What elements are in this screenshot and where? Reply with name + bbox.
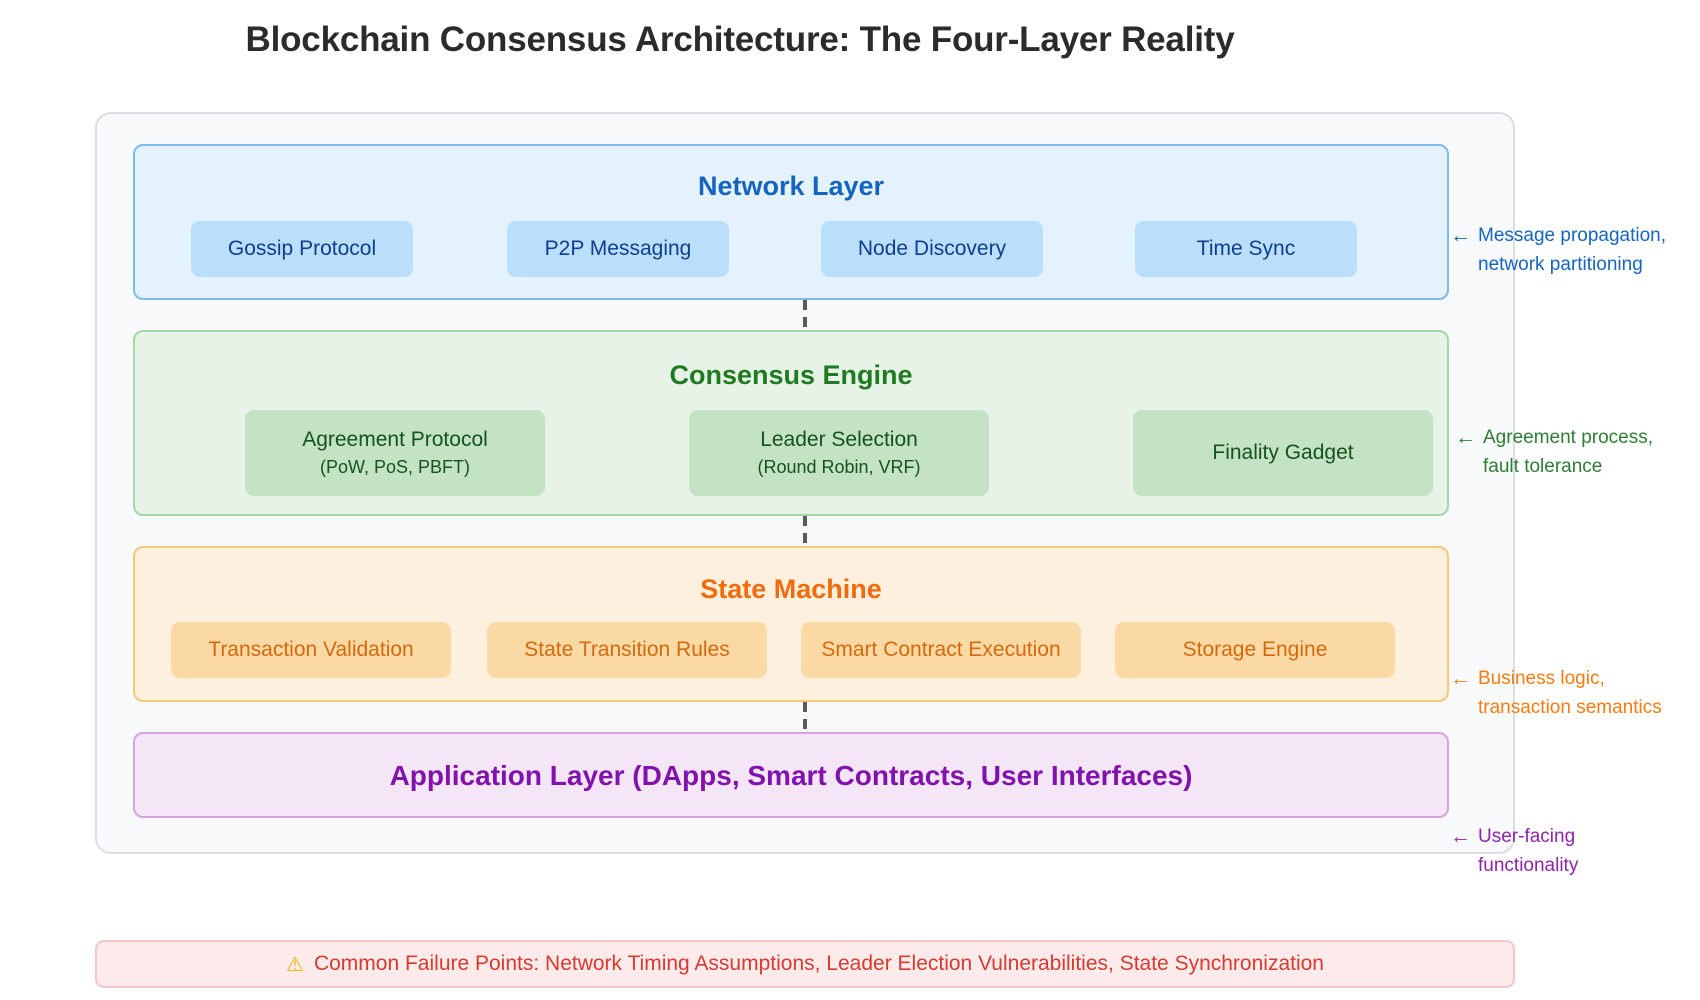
- chip-storage-engine[interactable]: Storage Engine: [1115, 622, 1395, 678]
- layer-network[interactable]: Network Layer Gossip Protocol P2P Messag…: [133, 144, 1449, 300]
- chip-p2p-messaging[interactable]: P2P Messaging: [507, 221, 729, 277]
- chip-time-sync[interactable]: Time Sync: [1135, 221, 1357, 277]
- annotation-line-1: Message propagation,: [1478, 225, 1667, 246]
- chip-agreement-protocol[interactable]: Agreement Protocol (PoW, PoS, PBFT): [245, 410, 545, 496]
- annotation-line-2: transaction semantics: [1478, 696, 1662, 718]
- chip-state-transition-rules[interactable]: State Transition Rules: [487, 622, 767, 678]
- chip-label: Leader Selection: [760, 428, 918, 452]
- layer-network-title: Network Layer: [697, 171, 885, 201]
- connector-line: [803, 516, 807, 551]
- annotation-line-1: Business logic,: [1478, 668, 1605, 689]
- chip-label: Storage Engine: [1182, 637, 1328, 661]
- annotation-text: Agreement process, fault tolerance: [1483, 424, 1653, 481]
- chip-label: Time Sync: [1196, 236, 1296, 260]
- chip-node-discovery[interactable]: Node Discovery: [821, 221, 1043, 277]
- annotation-line-1: Agreement process,: [1483, 427, 1654, 448]
- chip-smart-contract-execution[interactable]: Smart Contract Execution: [801, 622, 1081, 678]
- chip-transaction-validation[interactable]: Transaction Validation: [171, 622, 451, 678]
- page-title: Blockchain Consensus Architecture: The F…: [245, 20, 1235, 59]
- layer-application-title: Application Layer (DApps, Smart Contract…: [389, 760, 1193, 791]
- annotation-text: Message propagation, network partitionin…: [1478, 222, 1666, 279]
- chip-label: Finality Gadget: [1212, 440, 1354, 464]
- chip-finality-gadget[interactable]: Finality Gadget: [1133, 410, 1433, 496]
- annotation-line-2: network partitioning: [1478, 253, 1643, 275]
- warning-icon: ⚠: [286, 953, 304, 976]
- connector-line: [803, 300, 807, 335]
- chip-leader-selection[interactable]: Leader Selection (Round Robin, VRF): [689, 410, 989, 496]
- failure-points-bar: ⚠ Common Failure Points: Network Timing …: [95, 940, 1515, 988]
- left-arrow-icon: ←: [1450, 224, 1471, 247]
- architecture-frame: Network Layer Gossip Protocol P2P Messag…: [95, 112, 1515, 854]
- chip-sublabel: (PoW, PoS, PBFT): [319, 457, 471, 478]
- chip-label: Transaction Validation: [208, 637, 414, 661]
- chip-label: State Transition Rules: [524, 637, 730, 661]
- annotation-consensus: ← Agreement process, fault tolerance: [1455, 424, 1653, 481]
- chip-gossip-protocol[interactable]: Gossip Protocol: [191, 221, 413, 277]
- layer-state-machine[interactable]: State Machine Transaction Validation Sta…: [133, 546, 1449, 702]
- failure-points-text: Common Failure Points: Network Timing As…: [313, 952, 1324, 975]
- chip-label: Gossip Protocol: [227, 236, 377, 260]
- annotation-state-machine: ← Business logic, transaction semantics: [1450, 665, 1662, 722]
- chip-label: P2P Messaging: [544, 236, 692, 260]
- annotation-line-2: functionality: [1478, 854, 1579, 876]
- annotation-line-1: User-facing: [1478, 826, 1576, 847]
- layer-consensus[interactable]: Consensus Engine Agreement Protocol (PoW…: [133, 330, 1449, 516]
- chip-label: Agreement Protocol: [302, 428, 488, 452]
- left-arrow-icon: ←: [1450, 667, 1471, 690]
- chip-label: Smart Contract Execution: [821, 637, 1061, 661]
- chip-sublabel: (Round Robin, VRF): [757, 457, 921, 478]
- left-arrow-icon: ←: [1450, 825, 1471, 848]
- left-arrow-icon: ←: [1455, 426, 1476, 449]
- layer-consensus-title: Consensus Engine: [669, 360, 913, 390]
- connector-line: [803, 702, 807, 737]
- annotation-network: ← Message propagation, network partition…: [1450, 222, 1666, 279]
- chip-label: Node Discovery: [857, 236, 1007, 260]
- annotation-text: Business logic, transaction semantics: [1478, 665, 1662, 722]
- annotation-text: User-facing functionality: [1478, 823, 1578, 880]
- layer-state-title: State Machine: [700, 574, 882, 604]
- annotation-line-2: fault tolerance: [1483, 455, 1603, 477]
- layer-application[interactable]: Application Layer (DApps, Smart Contract…: [133, 732, 1449, 818]
- annotation-application: ← User-facing functionality: [1450, 823, 1578, 880]
